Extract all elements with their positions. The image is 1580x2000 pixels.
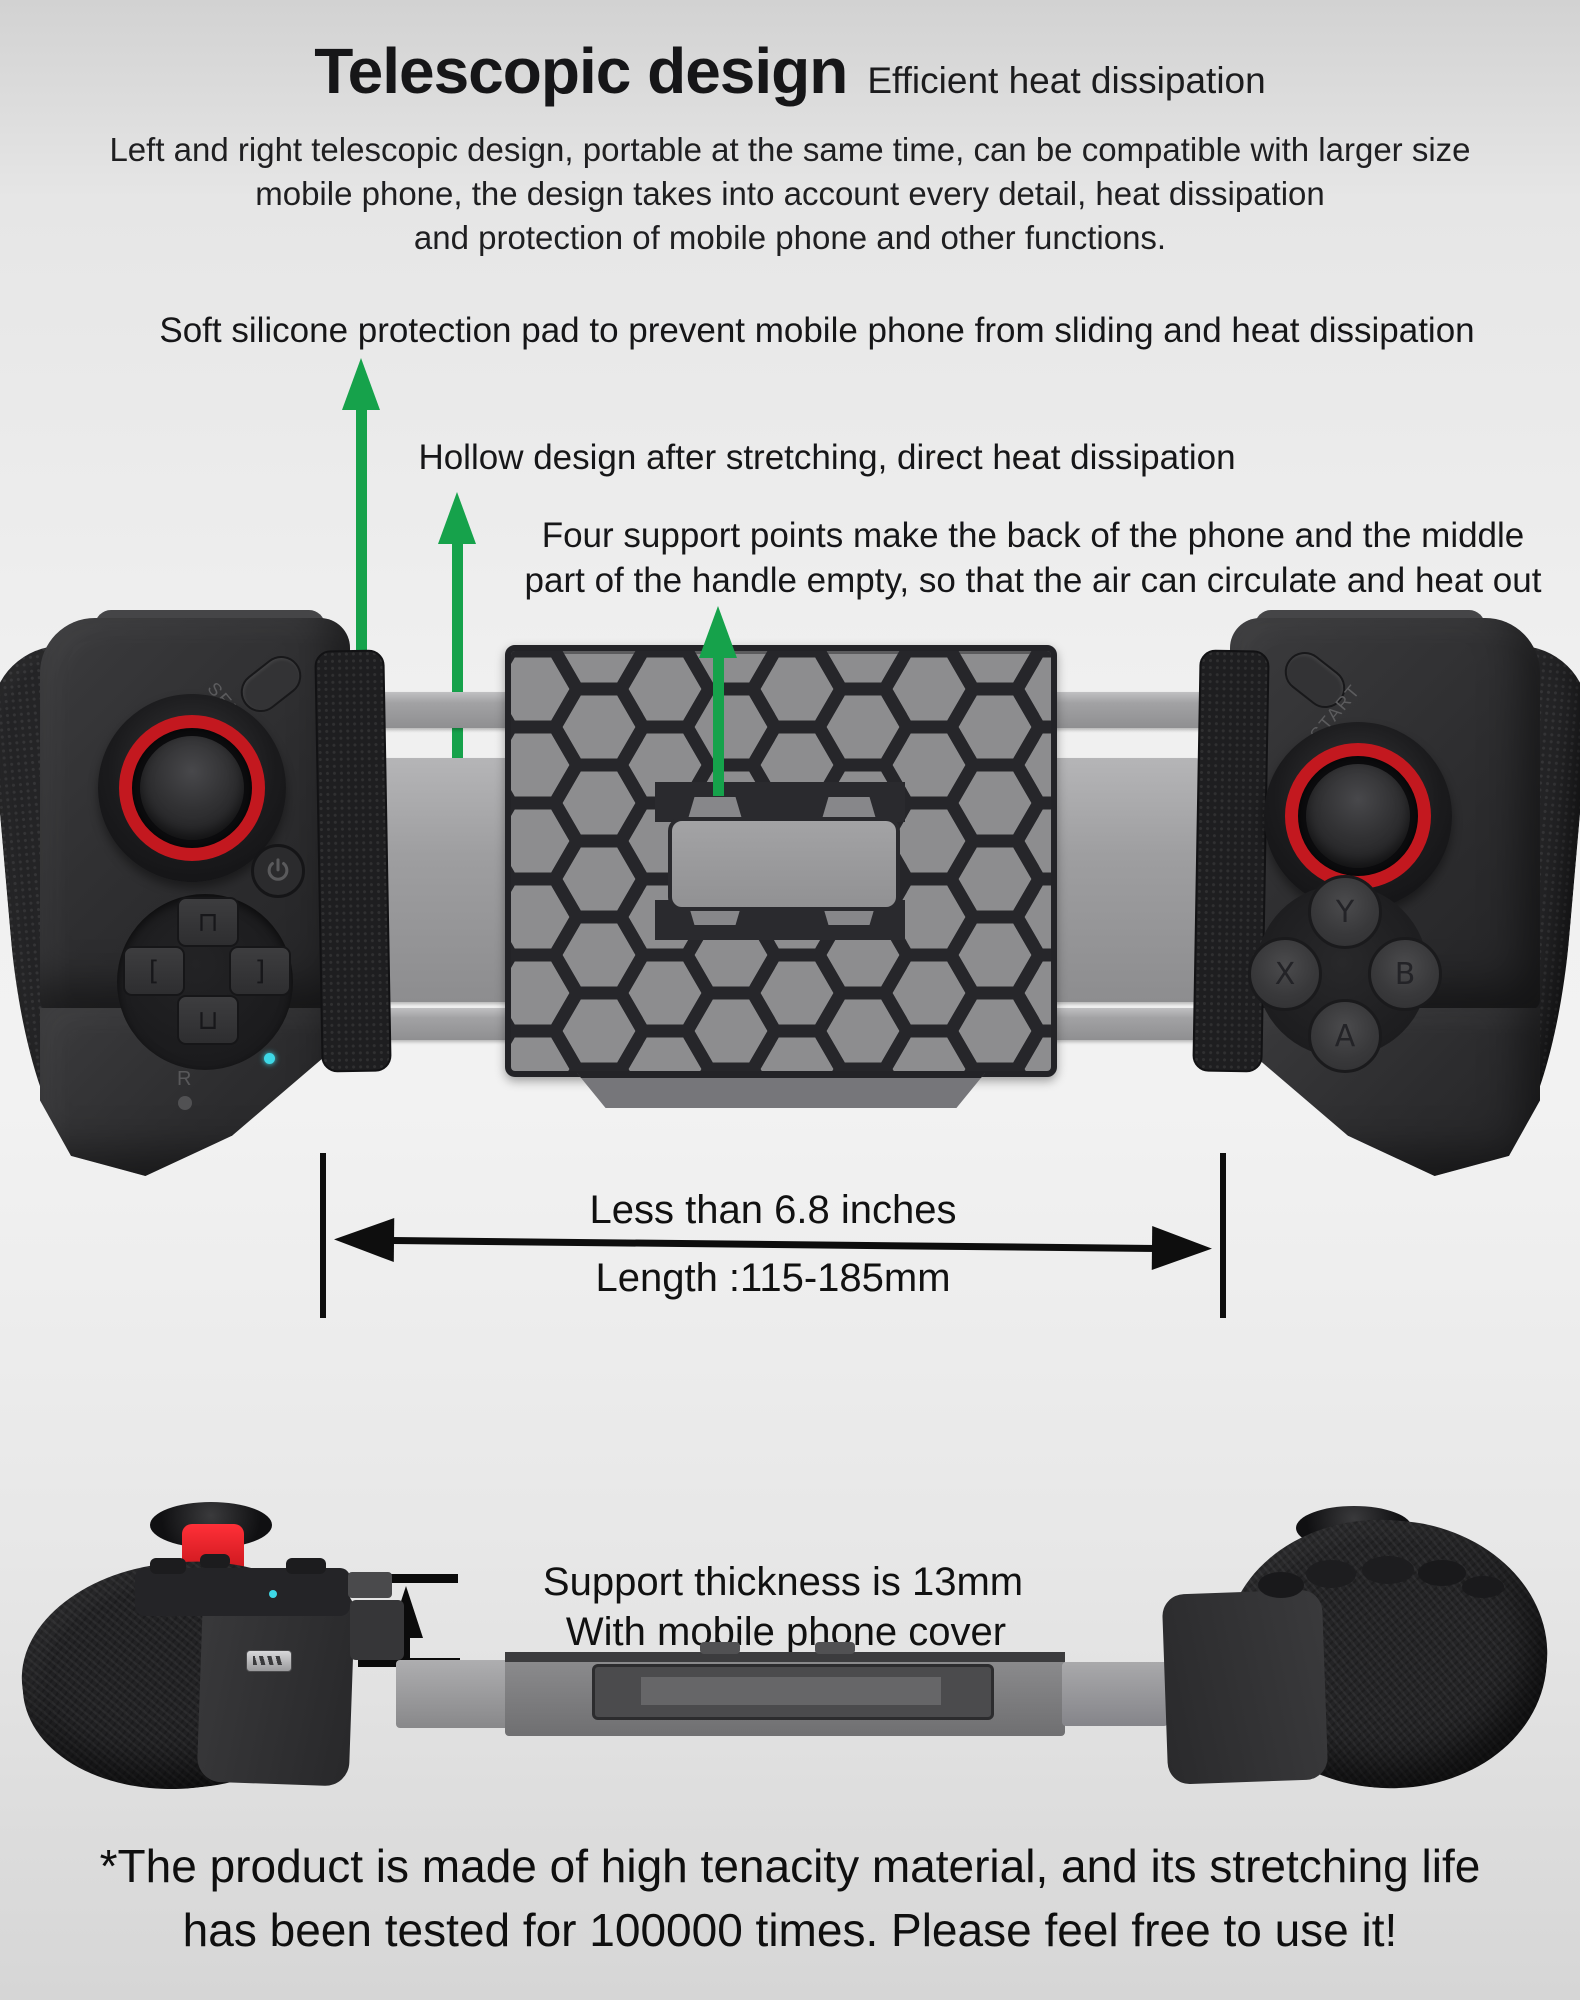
x-button: X [1248, 937, 1322, 1011]
dpad-up-button: ⊓ [177, 897, 239, 947]
side-button-dome [1258, 1572, 1304, 1598]
footnote: *The product is made of high tenacity ma… [0, 1834, 1580, 1962]
silicone-pad-arrow-icon [342, 358, 380, 702]
honeycomb-plate [505, 645, 1057, 1077]
b-button: B [1368, 937, 1442, 1011]
side-button-dome [1306, 1560, 1356, 1588]
support-points-arrow-icon [699, 606, 737, 796]
plate-bottom-tab [577, 1073, 985, 1108]
description-line: Left and right telescopic design, portab… [109, 131, 1471, 168]
page-subtitle: Efficient heat dissipation [867, 60, 1266, 101]
thickness-cap-top [362, 1574, 458, 1583]
dimension-label-mm: Length :115-185mm [595, 1256, 951, 1300]
side-button-dome [1462, 1576, 1504, 1598]
annotation-hollow-design: Hollow design after stretching, direct h… [418, 438, 1236, 477]
support-point [688, 797, 742, 819]
dpad-down-button: ⊔ [177, 995, 239, 1045]
thickness-label-line2: With mobile phone cover [565, 1610, 1007, 1654]
title-row: Telescopic design Efficient heat dissipa… [0, 34, 1580, 108]
r-label: R [177, 1068, 192, 1090]
a-button: A [1308, 999, 1382, 1073]
bridge-nub [700, 1642, 740, 1654]
bridge-center [505, 1652, 1065, 1736]
power-button [251, 844, 305, 898]
center-slide-plate [668, 817, 900, 911]
bridge-step-block [350, 1600, 404, 1660]
side-button-nub [286, 1558, 326, 1574]
page-title: Telescopic design [314, 35, 848, 107]
y-button: Y [1308, 875, 1382, 949]
left-joystick [98, 694, 286, 882]
dpad-right-button: ] [229, 946, 291, 996]
bridge-step-tab [348, 1572, 392, 1598]
dimension-label-inches: Less than 6.8 inches [589, 1188, 957, 1232]
dpad-left-button: [ [123, 946, 185, 996]
side-left-top-panel [135, 1568, 350, 1616]
side-button-dome [1362, 1556, 1414, 1584]
side-button-nub [200, 1554, 230, 1568]
description-line: and protection of mobile phone and other… [413, 219, 1167, 256]
annotation-silicone-pad: Soft silicone protection pad to prevent … [159, 311, 1475, 350]
side-led-indicator [269, 1590, 277, 1598]
dimension-tick-left [320, 1153, 326, 1318]
r-dot [178, 1096, 192, 1110]
thickness-label-line1: Support thickness is 13mm [542, 1560, 1024, 1604]
side-button-dome [1418, 1560, 1466, 1586]
dimension-tick-right [1220, 1153, 1226, 1318]
led-indicator [264, 1053, 275, 1064]
bridge-nub [815, 1642, 855, 1654]
footnote-line: has been tested for 100000 times. Please… [182, 1904, 1398, 1956]
footnote-line: *The product is made of high tenacity ma… [99, 1840, 1481, 1892]
annotation-support-points: Four support points make the back of the… [524, 516, 1542, 600]
hollow-design-arrow-icon [438, 492, 476, 759]
support-point [822, 797, 876, 819]
bridge-center-panel [592, 1664, 994, 1720]
bridge-left-bar [396, 1660, 514, 1728]
description-line: mobile phone, the design takes into acco… [255, 175, 1325, 212]
power-icon [267, 858, 289, 881]
description: Left and right telescopic design, portab… [0, 128, 1580, 260]
bridge-right-bar [1062, 1662, 1168, 1726]
port-badge [246, 1650, 292, 1672]
side-button-nub [150, 1558, 186, 1574]
